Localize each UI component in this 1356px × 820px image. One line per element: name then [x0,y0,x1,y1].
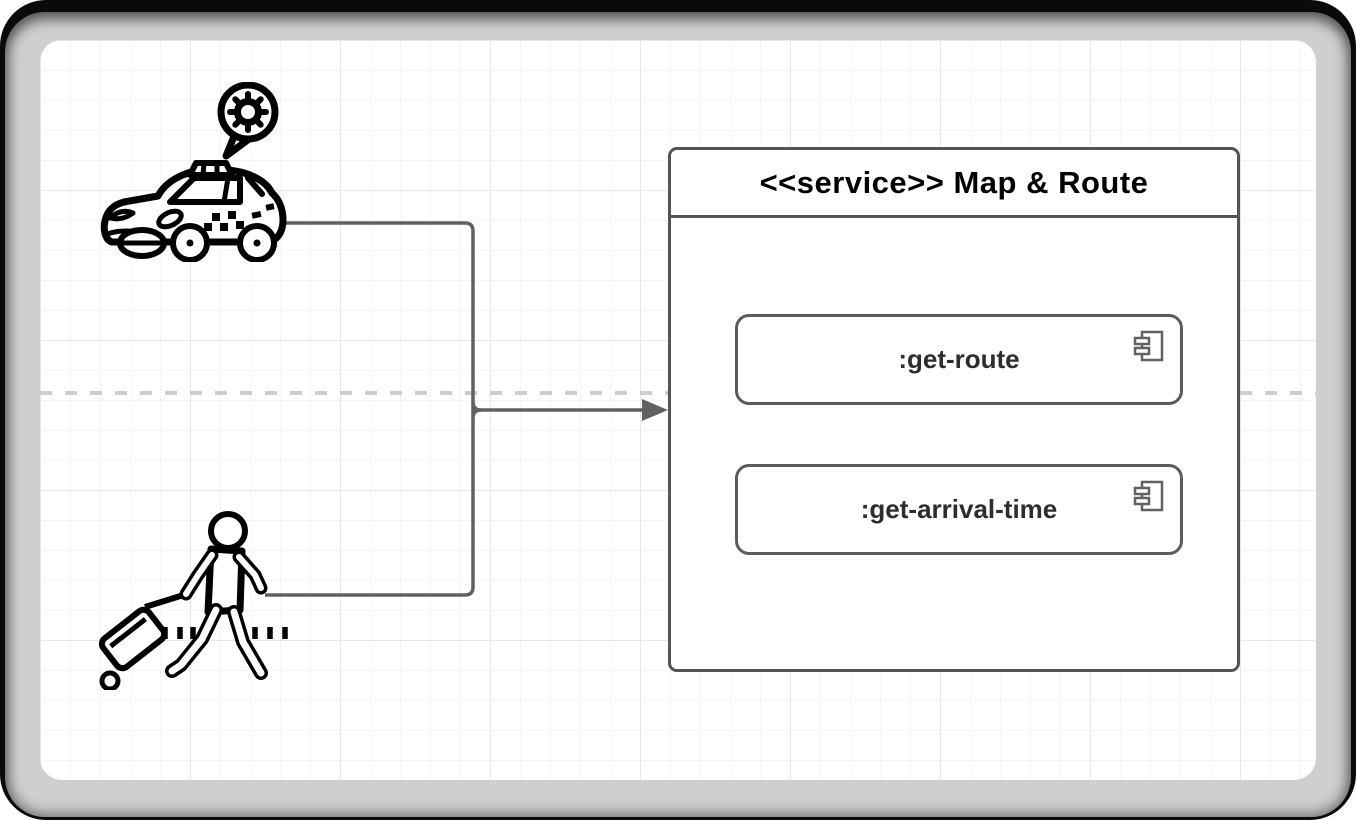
gear-icon [227,91,269,133]
component-get-arrival-time[interactable]: :get-arrival-time [735,464,1183,555]
arrow-connector[interactable] [471,401,644,412]
component-label: :get-route [898,344,1020,374]
service-box[interactable]: <<service>> Map & Route :get-route :get-… [668,147,1240,672]
service-title: <<service>> Map & Route [759,164,1149,200]
service-header: <<service>> Map & Route [671,150,1237,218]
traveler-head [208,511,248,551]
diagram-canvas: <<service>> Map & Route :get-route :get-… [40,40,1316,780]
taxi-checker-pattern [204,203,275,231]
component-get-route[interactable]: :get-route [735,314,1183,405]
arrow-connector-corner [471,408,482,419]
component-label: :get-arrival-time [860,494,1058,524]
taxi-roof-sign [187,160,235,178]
uml-component-icon [1133,330,1164,362]
traveler-icon[interactable] [95,505,295,690]
arrow-head [642,399,668,421]
taxi-icon[interactable] [100,82,290,262]
taxi-traveler-connector[interactable] [265,221,475,597]
uml-component-icon [1133,480,1164,512]
taxi-mirror [156,208,184,230]
ground-ticks [162,627,288,639]
connector-layer [265,221,668,597]
taxi-headlight [107,208,136,222]
suitcase-icon [98,590,191,690]
